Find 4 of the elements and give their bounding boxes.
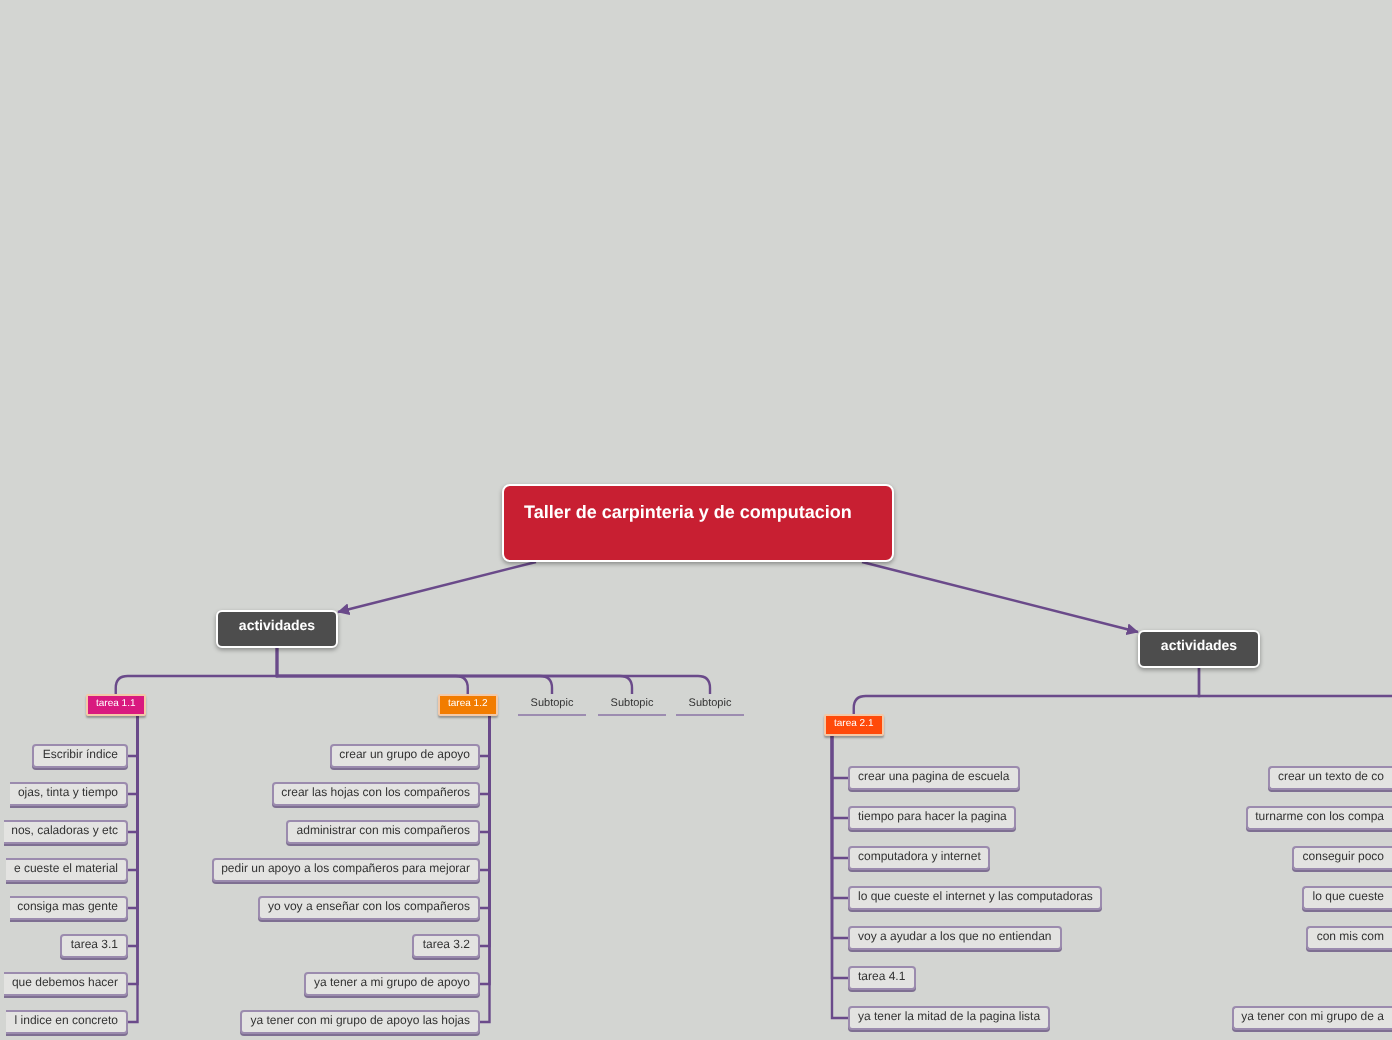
title-box: Taller de carpinteria y de computacion: [502, 484, 894, 562]
connector-line: [1197, 668, 1392, 698]
arrow: [861, 560, 1139, 636]
arrow: [337, 560, 537, 616]
